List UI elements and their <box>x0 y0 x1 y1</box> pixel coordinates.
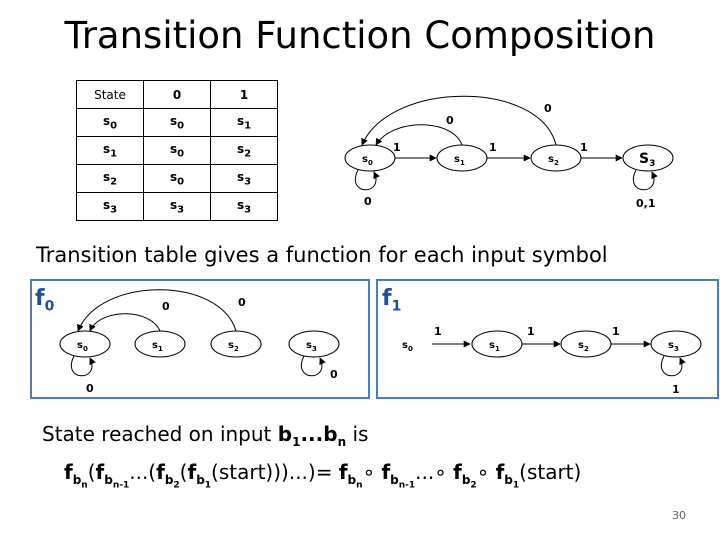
table-cell: s2 <box>210 136 278 165</box>
label-s3-loop: 1 <box>672 383 680 396</box>
page-number: 30 <box>672 509 686 522</box>
table-cell: s0 <box>143 108 211 137</box>
label-s2-s3: 1 <box>580 141 588 154</box>
edge-s2-s0 <box>77 289 237 332</box>
state-s0: s0 <box>388 331 432 357</box>
state-s3: s3 <box>650 330 702 358</box>
svg-text:s3: s3 <box>668 340 679 353</box>
svg-text:s1: s1 <box>489 340 500 353</box>
table-header-state: State <box>76 80 144 109</box>
table-row: s1 s0 s2 <box>76 136 278 165</box>
label-s1-s2: 1 <box>489 141 497 154</box>
svg-text:s0: s0 <box>77 340 88 353</box>
subtitle: Transition table gives a function for ea… <box>36 243 608 267</box>
svg-text:s1: s1 <box>454 154 465 167</box>
label-s1-s2: 1 <box>527 325 535 338</box>
transition-table: State 0 1 s0 s0 s1 s1 s0 s2 s2 s0 s3 s3 … <box>76 80 278 221</box>
f1-label: f1 <box>382 286 402 315</box>
state-s1: s1 <box>471 330 523 358</box>
table-cell: s3 <box>210 192 278 221</box>
table-row: s0 s0 s1 <box>76 108 278 137</box>
label-s3-loop: 0,1 <box>636 197 656 210</box>
table-cell: s0 <box>143 164 211 193</box>
table-row: s2 s0 s3 <box>76 164 278 193</box>
state-reached-text: State reached on input b1...bn is <box>42 422 369 449</box>
state-s1: s1 <box>134 330 186 358</box>
f0-label: f0 <box>35 286 55 315</box>
label-s0-loop: 0 <box>364 195 372 208</box>
label-s2-s0: 0 <box>238 296 246 309</box>
loop-s0 <box>355 169 380 191</box>
label-s2-s0: 0 <box>544 102 552 115</box>
table-header-row: State 0 1 <box>76 80 278 109</box>
svg-text:S3: S3 <box>639 151 655 169</box>
table-header-1: 1 <box>210 80 278 109</box>
state-s0: s0 <box>59 330 111 358</box>
loop-s3 <box>661 355 686 377</box>
svg-text:s1: s1 <box>152 340 163 353</box>
label-s0-loop: 0 <box>86 382 94 395</box>
svg-text:s3: s3 <box>306 340 317 353</box>
label-s2-s3: 1 <box>612 325 620 338</box>
table-row: s3 s3 s3 <box>76 192 278 221</box>
label-s0-s1: 1 <box>434 325 442 338</box>
loop-s3 <box>633 169 658 191</box>
edge-s1-s0 <box>375 124 463 146</box>
svg-text:s2: s2 <box>548 154 559 167</box>
table-cell: s1 <box>76 136 144 165</box>
loop-s0 <box>71 355 96 377</box>
edge-s1-s0 <box>89 313 161 332</box>
table-cell: s0 <box>76 108 144 137</box>
label-s3-loop: 0 <box>330 368 338 381</box>
table-cell: s1 <box>210 108 278 137</box>
label-s1-s0: 0 <box>446 114 454 127</box>
state-s0: s0 <box>344 144 396 172</box>
loop-s3 <box>301 355 326 377</box>
label-s1-s0: 0 <box>162 300 170 313</box>
state-s3: s3 <box>288 330 340 358</box>
label-s0-s1: 1 <box>393 141 401 154</box>
slide-title: Transition Function Composition <box>64 14 656 57</box>
composition-formula: fbn(fbn-1...(fb2(fb1(start)))...)= fbn∘ … <box>64 460 582 491</box>
f0-panel <box>30 279 370 399</box>
state-s2: s2 <box>560 330 612 358</box>
svg-text:s0: s0 <box>362 154 373 167</box>
table-cell: s3 <box>76 192 144 221</box>
svg-text:s2: s2 <box>228 340 239 353</box>
edge-s2-s0 <box>361 95 557 146</box>
f1-panel <box>376 279 719 399</box>
svg-text:s0: s0 <box>402 340 413 353</box>
svg-text:s2: s2 <box>578 340 589 353</box>
table-cell: s3 <box>143 192 211 221</box>
state-s3: S3 <box>622 144 674 172</box>
